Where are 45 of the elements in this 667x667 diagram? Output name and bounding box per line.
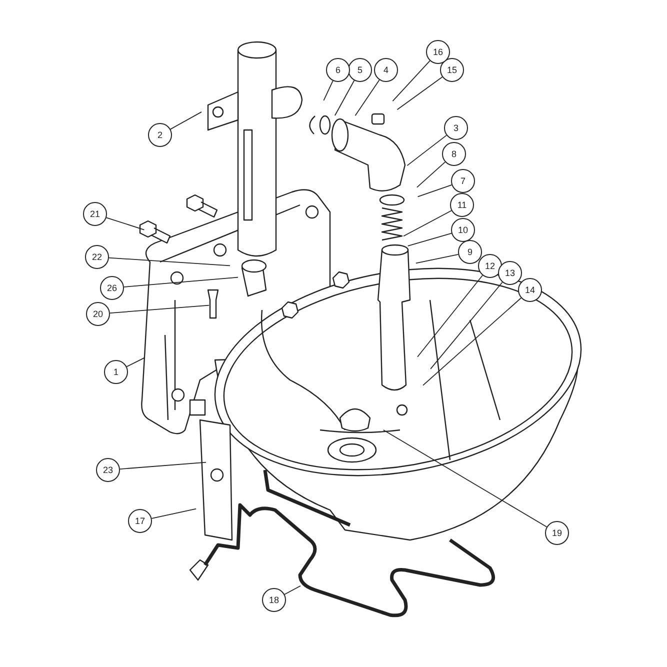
leader-line [354,80,380,116]
callout-number: 19 [545,521,569,545]
leader-line [422,298,522,386]
leader-line [323,80,334,101]
leader-line [108,257,230,266]
leader-line [126,357,145,368]
callout-number: 6 [326,58,350,82]
leader-line [392,60,430,102]
leader-line [417,274,483,358]
callout-number: 2 [148,123,172,147]
callout-number: 3 [444,116,468,140]
leader-line [415,254,459,264]
callout-number: 9 [458,240,482,264]
callout-number: 7 [451,169,475,193]
callout-number: 15 [440,58,464,82]
callout-number: 26 [100,276,124,300]
leader-line [403,210,452,237]
callout-number: 16 [426,40,450,64]
leader-line [124,276,238,288]
leader-line [416,162,446,188]
callout-number: 10 [451,218,475,242]
leader-line [334,80,355,116]
callout-number: 23 [96,458,120,482]
leader-line [151,508,197,519]
callout-number: 20 [86,302,110,326]
leader-line [170,112,202,130]
leader-line [383,430,548,528]
callout-number: 17 [128,509,152,533]
callout-number: 5 [348,58,372,82]
leader-line [120,462,206,470]
leader-line [396,76,443,110]
leader-line [110,304,210,314]
callout-number: 1 [104,360,128,384]
callout-number: 8 [442,142,466,166]
leader-line [284,585,301,595]
leader-line [407,232,452,246]
leader-line [430,282,503,370]
callout-number: 18 [262,588,286,612]
leader-line [406,134,447,166]
callout-number: 11 [450,193,474,217]
callout-number: 21 [83,202,107,226]
callout-number: 4 [374,58,398,82]
leader-line [417,184,452,198]
leader-line [106,217,145,230]
callout-number: 22 [85,245,109,269]
